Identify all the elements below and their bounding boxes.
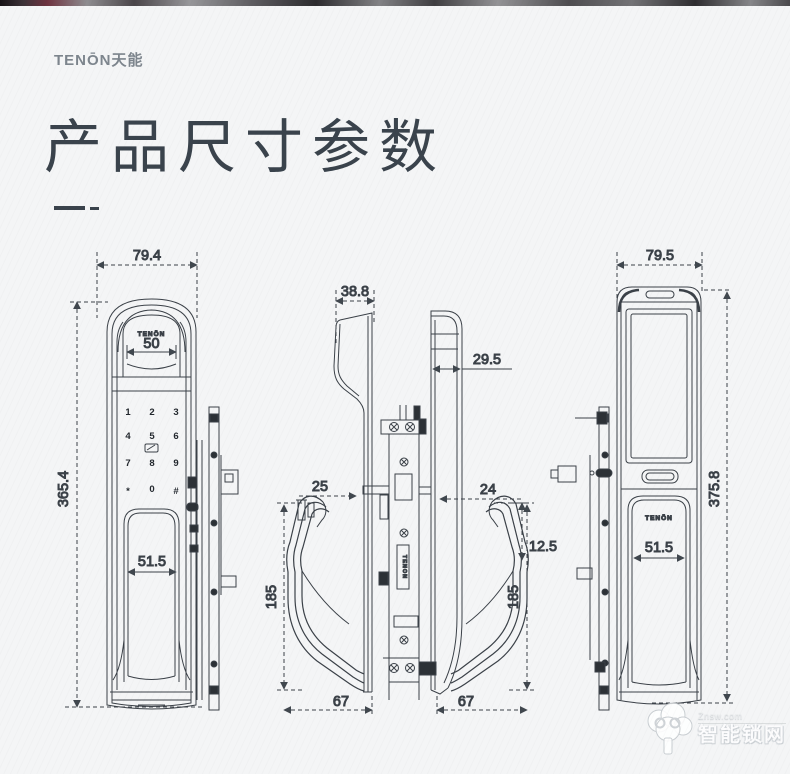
- dim-back-width: 79.5: [646, 248, 674, 264]
- back-mortise-edge: [550, 406, 613, 711]
- side-back-handle-height-dim: [509, 502, 534, 691]
- front-height-dim: [65, 301, 205, 708]
- dim-back-height: 375.8: [707, 471, 723, 507]
- front-handle: [112, 508, 191, 682]
- dim-front-top-width: 50: [143, 336, 159, 352]
- key-3: 3: [173, 407, 178, 418]
- cloud-lock-icon: [647, 702, 693, 755]
- dim-side-front-thickness: 25: [312, 479, 328, 495]
- dim-side-back-handle-height: 185: [506, 585, 522, 609]
- dim-side-back-thickness: 24: [480, 482, 496, 498]
- key-hash: #: [173, 486, 179, 497]
- key-1: 1: [125, 407, 131, 418]
- dim-side-panel-depth: 29.5: [473, 352, 501, 368]
- back-handle: [618, 495, 700, 688]
- dim-front-height: 365.4: [56, 471, 72, 507]
- brand-logo: TENŌN天能: [54, 52, 144, 69]
- title-underline: [54, 206, 99, 210]
- back-view-body: [616, 286, 702, 705]
- front-width-dim: [96, 252, 198, 318]
- front-mortise-edge: [186, 406, 239, 711]
- dim-front-width: 79.4: [133, 248, 161, 264]
- back-height-dim: [652, 289, 733, 704]
- front-keypad: [144, 443, 159, 453]
- key-4: 4: [125, 431, 131, 442]
- dim-side-top-width: 38.8: [341, 284, 369, 300]
- side-front-handle: [286, 495, 365, 692]
- key-2: 2: [149, 407, 154, 418]
- side-top-width-dim: [335, 290, 375, 346]
- title-underline-short: [90, 207, 99, 210]
- side-back-depth-dim: [436, 696, 528, 716]
- side-front-depth-dim: [283, 696, 373, 716]
- side-mortise-body: [296, 405, 437, 700]
- key-star: *: [126, 486, 130, 497]
- key-9: 9: [173, 458, 178, 469]
- front-panel-brand: TENŌN: [138, 330, 166, 338]
- side-front-panel-profile: [333, 312, 373, 693]
- key-5: 5: [149, 431, 155, 442]
- dim-side-back-depth: 67: [458, 694, 474, 710]
- dimension-diagram: TENŌN 50 1 2 3 4 5 6 7 8 9 * 0 #: [56, 248, 733, 716]
- dim-side-front-depth: 67: [333, 694, 349, 710]
- dim-side-handle-offset: 12.5: [529, 539, 557, 555]
- title-underline-long: [54, 206, 85, 210]
- key-7: 7: [125, 458, 130, 469]
- key-0: 0: [149, 484, 154, 495]
- front-view-body: [106, 298, 197, 710]
- key-6: 6: [173, 431, 178, 442]
- side-front-handle-height-dim: [277, 502, 304, 691]
- dim-side-front-handle-height: 185: [264, 585, 280, 609]
- watermark-site: Znsw.com: [698, 711, 786, 724]
- page-title: 产品尺寸参数: [44, 115, 447, 180]
- side-back-panel-profile: [430, 310, 463, 695]
- side-mortise-brand: TENON: [401, 555, 407, 579]
- dim-back-handle-width: 51.5: [645, 540, 673, 556]
- watermark-name: 智能锁网: [698, 723, 786, 746]
- photo-edge-strip: [0, 0, 790, 6]
- back-panel-brand: TENŌN: [645, 514, 673, 522]
- back-width-dim: [616, 252, 703, 312]
- key-8: 8: [149, 458, 154, 469]
- side-handle-offset-dim: [494, 502, 526, 561]
- watermark: Znsw.com 智能锁网: [642, 700, 786, 758]
- dim-front-handle-width: 51.5: [138, 554, 166, 570]
- front-top-width-dim: [126, 345, 177, 359]
- front-keypad-keys: 1 2 3 4 5 6 7 8 9 * 0 #: [125, 407, 179, 497]
